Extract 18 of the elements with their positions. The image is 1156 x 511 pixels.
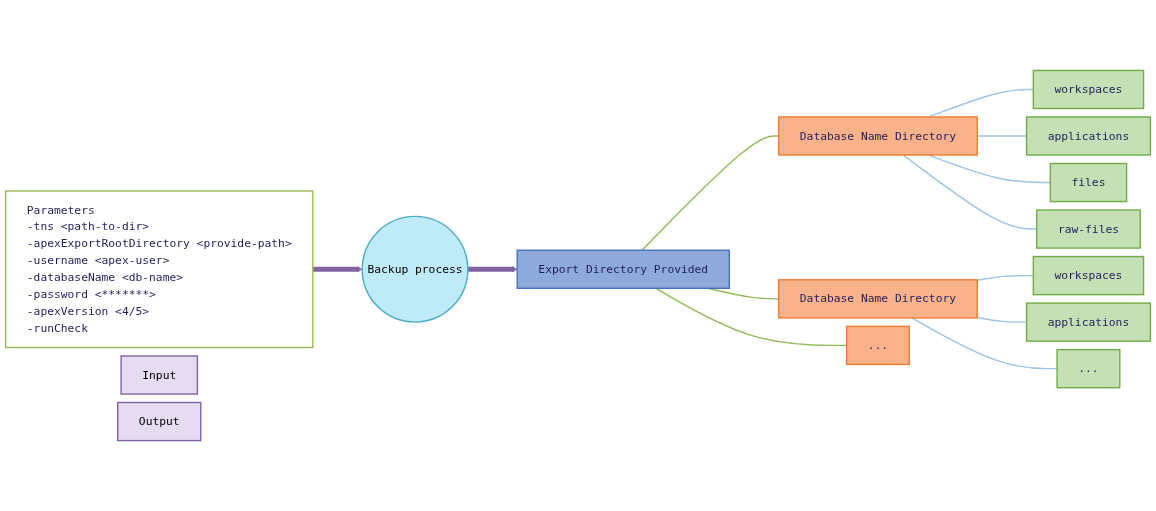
node-box: applications xyxy=(1025,116,1152,156)
node-box: Database Name Directory xyxy=(777,279,978,319)
node-box: Parameters -tns <path-to-dir> -apexExportRootDirectory <provide-path> -username <apex-user> -databaseName <db-name> -password <*******> -apexVersion <4/5> -runCheck xyxy=(4,190,314,349)
connector xyxy=(911,317,1058,370)
node-box: workspaces xyxy=(1032,255,1145,296)
node-box: raw-files xyxy=(1036,209,1141,249)
node-box: ... xyxy=(1056,348,1121,389)
arrow xyxy=(312,266,363,273)
node-box: files xyxy=(1049,162,1128,203)
node-box: Database Name Directory xyxy=(777,116,978,156)
node-box: ... xyxy=(845,325,910,366)
node-box: applications xyxy=(1025,302,1152,342)
node-box: Input xyxy=(120,355,199,395)
node-circle: Backup process xyxy=(361,215,469,323)
arrow xyxy=(467,266,518,273)
node-box: workspaces xyxy=(1032,69,1145,110)
node-box: Output xyxy=(117,401,202,442)
node-box: Export Directory Provided xyxy=(516,249,731,289)
